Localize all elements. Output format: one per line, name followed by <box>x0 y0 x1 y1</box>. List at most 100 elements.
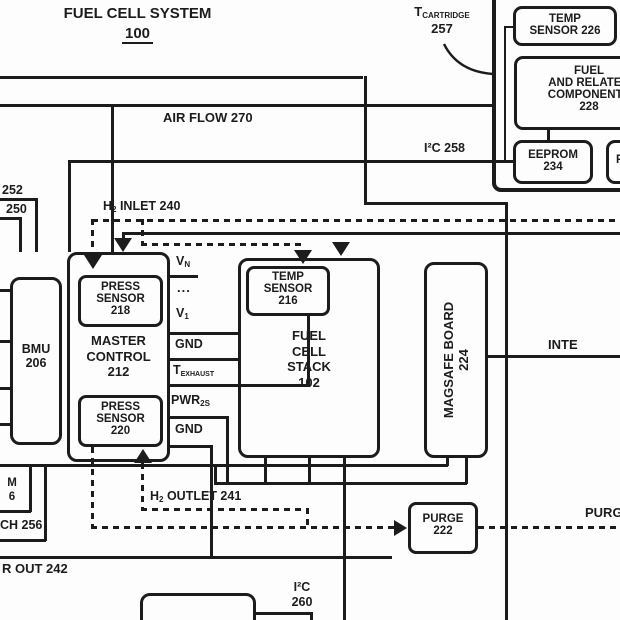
stack-line3: STACK <box>287 359 331 375</box>
pin-pwr-label: PWR2S <box>171 393 210 408</box>
pin-vn-line <box>170 275 198 278</box>
bmu-stub-1 <box>0 289 10 292</box>
fuel-components-line4: 228 <box>579 101 599 113</box>
eeprom-line2: 234 <box>543 161 563 173</box>
h2-outlet-label: H2 OUTLET 241 <box>150 489 242 504</box>
pin-gnd-bottom-drop <box>210 445 213 558</box>
stack-line1: FUEL <box>292 328 326 343</box>
bmu-line2: 206 <box>25 356 47 370</box>
air-duct-line-bottom <box>0 104 493 107</box>
temp-216-line2: SENSOR <box>263 283 313 295</box>
wire-vertical-2 <box>505 202 508 620</box>
arrow-into-stack <box>332 242 350 256</box>
arrow-into-press-220 <box>134 449 152 463</box>
t-cartridge-label: TCARTRIDGE 257 <box>403 4 481 36</box>
bottom-step-line <box>254 612 312 615</box>
press-218-line2: SENSOR <box>96 293 145 305</box>
temp-216-drop <box>307 316 310 384</box>
gnd-bus-line <box>0 464 448 467</box>
t-cartridge-sub: CARTRIDGE <box>422 11 470 20</box>
interface-label: INTE <box>548 337 578 352</box>
stack-stub-1 <box>264 458 267 484</box>
stack-line4: 102 <box>298 374 320 390</box>
fragment-box-inner-bottom <box>0 510 31 513</box>
h2-outlet-sense-down <box>306 508 309 528</box>
t-cartridge-number: 257 <box>431 20 453 36</box>
components-eeprom-stub <box>547 128 550 141</box>
magsafe-line2: 224 <box>456 349 471 371</box>
fuel-components-228-box: FUEL AND RELATED COMPONENTS 228 <box>514 56 620 130</box>
pin-gnd-bottom-label: GND <box>175 422 203 436</box>
bottom-cutoff-box <box>140 593 256 620</box>
air-duct-line-top <box>0 76 363 79</box>
bmu-206-box: BMU 206 <box>10 277 62 445</box>
wire-250-label: 250 <box>6 202 27 216</box>
bottom-step-drop <box>310 612 313 620</box>
pin-pwr-drop <box>226 416 229 484</box>
wire-vertical-air-feed <box>111 106 114 252</box>
press-220-line3: 220 <box>110 425 131 437</box>
master-control-line2: CONTROL <box>86 348 151 364</box>
pin-gnd-bottom-line <box>170 445 212 448</box>
page-title: FUEL CELL SYSTEM 100 <box>40 5 235 44</box>
fragment-box-outer-edge <box>44 466 47 541</box>
press-sensor-220-box: PRESS SENSOR 220 <box>78 395 163 447</box>
purge-out-wire <box>478 526 620 529</box>
purge-222-box: PURGE 222 <box>408 502 478 554</box>
bmu-line1: BMU <box>21 342 51 356</box>
temp-216-line1: TEMP <box>272 271 304 283</box>
fuel-cartridge-box <box>492 0 620 192</box>
h2-outlet-sense-wire <box>141 508 309 511</box>
pin-gnd-top-line <box>170 358 238 361</box>
magsafe-board-box: MAGSAFE BOARD 224 <box>424 262 488 458</box>
fuel-components-line2: AND RELATED <box>548 77 620 89</box>
pin-v1-label: V1 <box>176 306 189 321</box>
pin-pwr-line <box>170 416 228 419</box>
press-218-line3: 218 <box>110 305 131 317</box>
pwr-bus-line <box>214 482 467 485</box>
pin-dots-label: ... <box>177 280 191 295</box>
interface-wire <box>488 355 620 358</box>
fragment-box-inner-edge <box>29 466 32 512</box>
h2-inlet-drop-press218 <box>91 219 94 255</box>
title-text: FUEL CELL SYSTEM <box>63 5 212 22</box>
stack-stub-2 <box>308 458 311 484</box>
fuel-components-line3: COMPONENTS <box>547 89 620 101</box>
stack-label: FUEL CELL STACK 102 <box>258 328 360 390</box>
i2c-258-label: I²C 258 <box>424 141 465 155</box>
pin-v1-line <box>170 332 238 335</box>
temp-sensor-226-line1: TEMP <box>549 13 581 25</box>
cutoff-right-box-text: F <box>616 154 620 166</box>
fuel-components-line1: FUEL <box>573 65 605 77</box>
cartridge-bus-vertical <box>504 26 506 162</box>
bmu-stub-3 <box>0 387 10 390</box>
purge-line1: PURGE <box>422 513 464 525</box>
pwr-bus-left-drop <box>214 464 217 482</box>
h2-inlet-wire <box>92 219 620 222</box>
air-out-label: R OUT 242 <box>2 561 68 576</box>
cartridge-bus-stub-top <box>504 26 514 28</box>
stack-bottom-drop <box>343 458 346 620</box>
h2-inlet-label: H2 INLET 240 <box>103 199 181 214</box>
eeprom-line1: EEPROM <box>528 149 578 161</box>
wire-vertical-1 <box>364 76 367 204</box>
magsafe-stub-1 <box>446 458 449 466</box>
temp-216-line3: 216 <box>278 295 298 307</box>
press-220-line1: PRESS <box>101 401 140 413</box>
latch-fragment-label: CH 256 <box>0 518 43 532</box>
wire-252-line <box>0 198 37 201</box>
air-out-line <box>0 556 392 559</box>
h2-inlet-branch-wire <box>141 243 304 246</box>
magsafe-stub-2 <box>465 458 468 484</box>
wire-250-line <box>0 217 21 220</box>
wire-252-label: 252 <box>2 183 23 197</box>
purge-line2: 222 <box>433 525 453 537</box>
i2c-258-wire <box>68 160 515 163</box>
press-218-line1: PRESS <box>101 281 140 293</box>
temp-sensor-226-line2: SENSOR 226 <box>529 25 601 37</box>
fragment-box-outer-bottom <box>0 539 46 542</box>
t-cartridge-base: T <box>414 4 423 19</box>
title-number: 100 <box>121 25 154 44</box>
feed-wire-drop-mc <box>122 232 125 240</box>
